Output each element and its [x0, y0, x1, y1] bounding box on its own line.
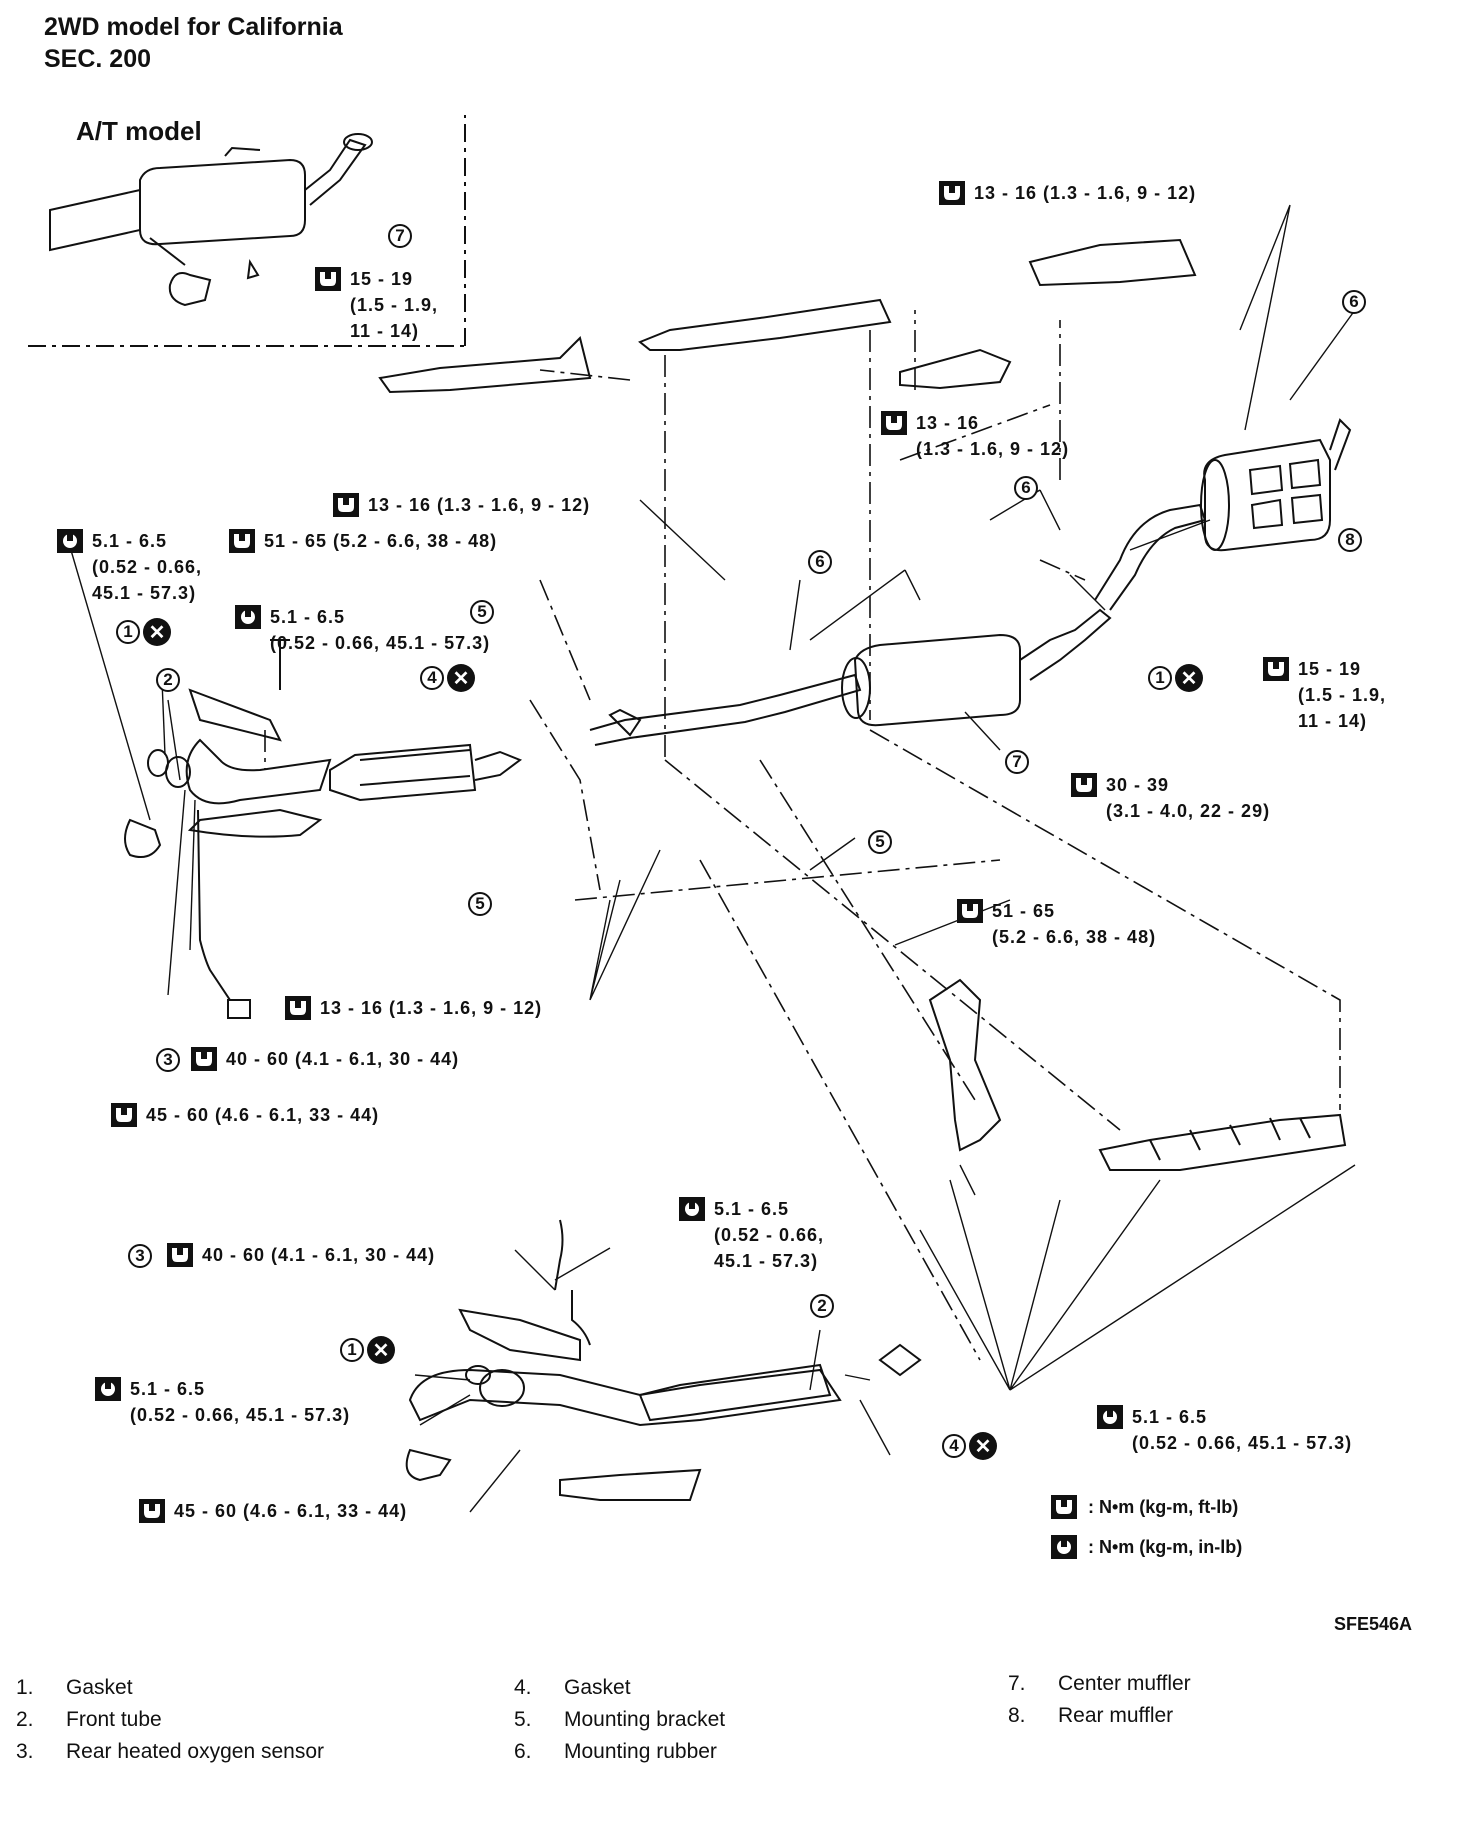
legend-in-lb: : N•m (kg-m, in-lb): [1050, 1534, 1242, 1560]
torque-ft-lb-icon: [1070, 772, 1098, 798]
torque-label: 30 - 39 (3.1 - 4.0, 22 - 29): [1070, 772, 1270, 824]
torque-label: 51 - 65 (5.2 - 6.6, 38 - 48): [228, 528, 497, 554]
replace-x-icon: ✕: [447, 664, 475, 692]
torque-label: 13 - 16 (1.3 - 1.6, 9 - 12): [938, 180, 1196, 206]
torque-ft-lb-icon: [938, 180, 966, 206]
torque-ft-lb-icon: [110, 1102, 138, 1128]
inset-title: A/T model: [76, 116, 202, 146]
callout-1-replace: 1 ✕: [1148, 664, 1203, 692]
torque-ft-lb-icon: [956, 898, 984, 924]
torque-in-lb-icon: [1050, 1534, 1078, 1560]
torque-ft-lb-icon: [138, 1498, 166, 1524]
list-item: 5.Mounting bracket: [514, 1708, 726, 1731]
list-item: 7.Center muffler: [1008, 1672, 1191, 1695]
callout-3: 3: [128, 1244, 152, 1268]
callout-5: 5: [468, 892, 492, 916]
torque-label: 40 - 60 (4.1 - 6.1, 30 - 44): [166, 1242, 435, 1268]
list-item: 6.Mounting rubber: [514, 1740, 717, 1763]
section-label: SEC. 200: [44, 45, 152, 73]
callout-7: 7: [388, 224, 412, 248]
torque-label: 45 - 60 (4.6 - 6.1, 33 - 44): [110, 1102, 379, 1128]
torque-label: 51 - 65 (5.2 - 6.6, 38 - 48): [956, 898, 1156, 950]
callout-2: 2: [156, 668, 180, 692]
callout-6: 6: [1014, 476, 1038, 500]
torque-label: 15 - 19 (1.5 - 1.9, 11 - 14): [314, 266, 438, 344]
figure-code: SFE546A: [1334, 1614, 1413, 1634]
callout-4-replace: 4 ✕: [942, 1432, 997, 1460]
torque-in-lb-icon: [56, 528, 84, 554]
torque-ft-lb-icon: [228, 528, 256, 554]
torque-label: 13 - 16 (1.3 - 1.6, 9 - 12): [332, 492, 590, 518]
torque-label: 5.1 - 6.5 (0.52 - 0.66, 45.1 - 57.3): [234, 604, 490, 656]
callout-7: 7: [1005, 750, 1029, 774]
parts-list-col-2: 4.Gasket 5.Mounting bracket 6.Mounting r…: [514, 1672, 725, 1768]
parts-list-col-3: 7.Center muffler 8.Rear muffler: [1008, 1668, 1191, 1732]
list-item: 3.Rear heated oxygen sensor: [16, 1740, 324, 1763]
torque-in-lb-icon: [1096, 1404, 1124, 1430]
torque-ft-lb-icon: [314, 266, 342, 292]
torque-ft-lb-icon: [284, 995, 312, 1021]
torque-label: 15 - 19 (1.5 - 1.9, 11 - 14): [1262, 656, 1386, 734]
torque-label: 5.1 - 6.5 (0.52 - 0.66, 45.1 - 57.3): [56, 528, 202, 606]
callout-6: 6: [808, 550, 832, 574]
callout-1-replace: 1 ✕: [116, 618, 171, 646]
page-title: 2WD model for California: [44, 13, 343, 41]
replace-x-icon: ✕: [367, 1336, 395, 1364]
torque-in-lb-icon: [94, 1376, 122, 1402]
replace-x-icon: ✕: [969, 1432, 997, 1460]
torque-ft-lb-icon: [880, 410, 908, 436]
torque-label: 5.1 - 6.5 (0.52 - 0.66, 45.1 - 57.3): [1096, 1404, 1352, 1456]
callout-2: 2: [810, 1294, 834, 1318]
torque-label: 40 - 60 (4.1 - 6.1, 30 - 44): [190, 1046, 459, 1072]
torque-ft-lb-icon: [1050, 1494, 1078, 1520]
torque-in-lb-icon: [678, 1196, 706, 1222]
torque-ft-lb-icon: [1262, 656, 1290, 682]
replace-x-icon: ✕: [143, 618, 171, 646]
list-item: 2.Front tube: [16, 1708, 162, 1731]
torque-label: 5.1 - 6.5 (0.52 - 0.66, 45.1 - 57.3): [94, 1376, 350, 1428]
torque-ft-lb-icon: [166, 1242, 194, 1268]
parts-list-col-1: 1.Gasket 2.Front tube 3.Rear heated oxyg…: [16, 1672, 324, 1768]
list-item: 8.Rear muffler: [1008, 1704, 1174, 1727]
callout-5: 5: [470, 600, 494, 624]
torque-ft-lb-icon: [332, 492, 360, 518]
callout-6: 6: [1342, 290, 1366, 314]
callout-5: 5: [868, 830, 892, 854]
torque-ft-lb-icon: [190, 1046, 218, 1072]
torque-label: 5.1 - 6.5 (0.52 - 0.66, 45.1 - 57.3): [678, 1196, 824, 1274]
callout-3: 3: [156, 1048, 180, 1072]
legend-ft-lb: : N•m (kg-m, ft-lb): [1050, 1494, 1238, 1520]
callout-4-replace: 4 ✕: [420, 664, 475, 692]
torque-label: 13 - 16 (1.3 - 1.6, 9 - 12): [284, 995, 542, 1021]
torque-in-lb-icon: [234, 604, 262, 630]
torque-label: 13 - 16 (1.3 - 1.6, 9 - 12): [880, 410, 1069, 462]
list-item: 1.Gasket: [16, 1676, 133, 1699]
replace-x-icon: ✕: [1175, 664, 1203, 692]
list-item: 4.Gasket: [514, 1676, 631, 1699]
callout-1-replace: 1 ✕: [340, 1336, 395, 1364]
callout-8: 8: [1338, 528, 1362, 552]
torque-label: 45 - 60 (4.6 - 6.1, 33 - 44): [138, 1498, 407, 1524]
